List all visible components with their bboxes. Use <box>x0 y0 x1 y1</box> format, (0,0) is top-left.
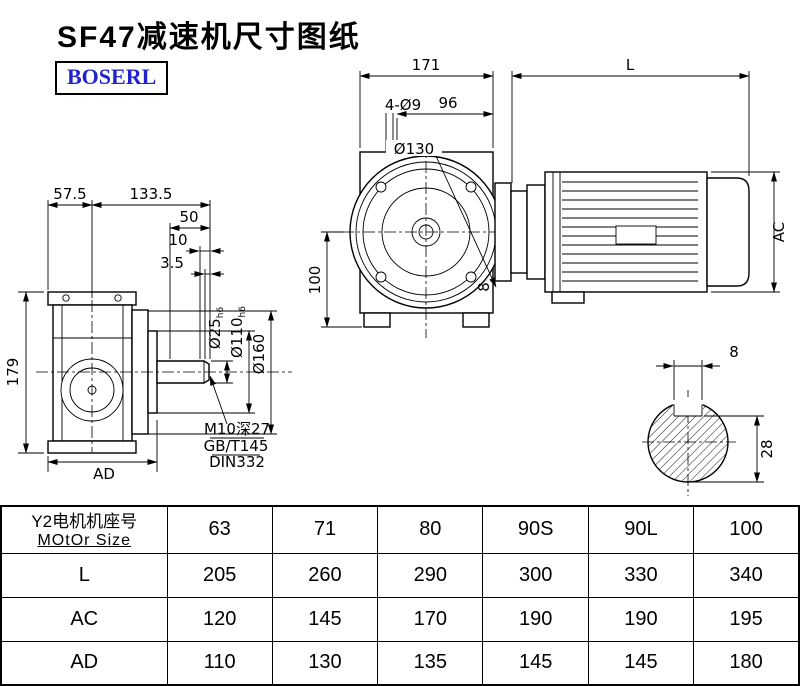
table-header-row: Y2电机机座号 MOtOr Size 63 71 80 90S 90L 100 <box>0 505 800 554</box>
size-col-header-3: 90S <box>482 505 589 554</box>
note-din332-label: DIN332 <box>209 453 265 471</box>
dim-171-label: 171 <box>412 56 441 74</box>
dim-AC-label: AC <box>770 222 788 242</box>
technical-drawing: 171 4-Ø9 96 Ø130 100 8 <box>4 56 788 496</box>
value-cell: 145 <box>482 640 589 686</box>
dim-3-5-label: 3.5 <box>160 254 184 272</box>
size-col-header-4: 90L <box>587 505 695 554</box>
dim-10-label: 10 <box>168 231 187 249</box>
dim-flange-dia-label: Ø160 <box>250 334 268 374</box>
value-cell: 170 <box>377 596 484 642</box>
dim-179-label: 179 <box>4 358 22 387</box>
dim-100-label: 100 <box>306 266 324 295</box>
motor-size-header-cn: Y2电机机座号 <box>31 511 138 531</box>
size-col-header-2: 80 <box>377 505 484 554</box>
bolt-hole <box>375 181 387 193</box>
motor-size-header: Y2电机机座号 MOtOr Size <box>0 505 168 554</box>
dim-spigot-dia-label: Ø110h6 <box>228 306 248 358</box>
row-header-AC: AC <box>0 596 168 642</box>
front-view: 171 4-Ø9 96 Ø130 100 8 <box>306 56 512 338</box>
value-cell: 205 <box>166 552 273 598</box>
foot-left <box>363 312 391 328</box>
value-cell: 290 <box>377 552 484 598</box>
dim-key-depth-label: 28 <box>758 439 776 458</box>
bolt-hole <box>465 271 477 283</box>
shaft-section-view: 8 28 <box>642 343 776 496</box>
motor-foot <box>551 291 585 304</box>
value-cell: 180 <box>693 640 800 686</box>
side-view: 57.5 133.5 50 10 3.5 179 AD Ø25h6 <box>4 185 292 483</box>
value-cell: 260 <box>271 552 379 598</box>
dim-133-5-label: 133.5 <box>130 185 173 203</box>
dim-96-label: 96 <box>438 94 457 112</box>
dim-8-side-label: 8 <box>475 282 493 292</box>
value-cell: 120 <box>166 596 273 642</box>
motor-size-header-en: MOtOr Size <box>37 531 132 549</box>
value-cell: 190 <box>587 596 695 642</box>
page-title: SF47减速机尺寸图纸 <box>57 21 361 54</box>
dim-AD-label: AD <box>93 465 115 483</box>
dim-bolt-circle-label: Ø130 <box>394 140 434 158</box>
value-cell: 190 <box>482 596 589 642</box>
table-row-AC: AC 120 145 170 190 190 195 <box>0 596 800 642</box>
value-cell: 135 <box>377 640 484 686</box>
bolt-hole <box>375 271 387 283</box>
adapter-flange <box>494 182 512 282</box>
foot-right <box>462 312 490 328</box>
value-cell: 145 <box>271 596 379 642</box>
value-cell: 195 <box>693 596 800 642</box>
note-tap-label: M10深27 <box>204 420 270 438</box>
dim-shaft-dia-label: Ø25h6 <box>206 307 226 350</box>
dim-L-label: L <box>626 56 635 74</box>
motor-fins <box>562 181 698 282</box>
dim-key-width-label: 8 <box>729 343 739 361</box>
value-cell: 110 <box>166 640 273 686</box>
motor-nameplate <box>615 225 657 245</box>
size-col-header-0: 63 <box>166 505 273 554</box>
brand-text: BOSERL <box>67 64 157 89</box>
size-col-header-5: 100 <box>693 505 800 554</box>
bolt-hole <box>465 181 477 193</box>
value-cell: 145 <box>587 640 695 686</box>
dim-57-5-label: 57.5 <box>53 185 86 203</box>
value-cell: 130 <box>271 640 379 686</box>
brand-logo: BOSERL <box>55 61 169 95</box>
value-cell: 340 <box>693 552 800 598</box>
value-cell: 330 <box>587 552 695 598</box>
row-header-L: L <box>0 552 168 598</box>
motor-view: L AC <box>494 56 788 304</box>
dim-50-label: 50 <box>179 208 198 226</box>
table-row-AD: AD 110 130 135 145 145 180 <box>0 640 800 686</box>
value-cell: 300 <box>482 552 589 598</box>
size-col-header-1: 71 <box>271 505 379 554</box>
table-row-L: L 205 260 290 300 330 340 <box>0 552 800 598</box>
fan-cover <box>706 177 750 287</box>
dimension-table: Y2电机机座号 MOtOr Size 63 71 80 90S 90L 100 … <box>0 505 800 686</box>
dim-bolt-holes-label: 4-Ø9 <box>385 96 421 114</box>
note-gbt145-label: GB/T145 <box>204 437 269 455</box>
row-header-AD: AD <box>0 640 168 686</box>
